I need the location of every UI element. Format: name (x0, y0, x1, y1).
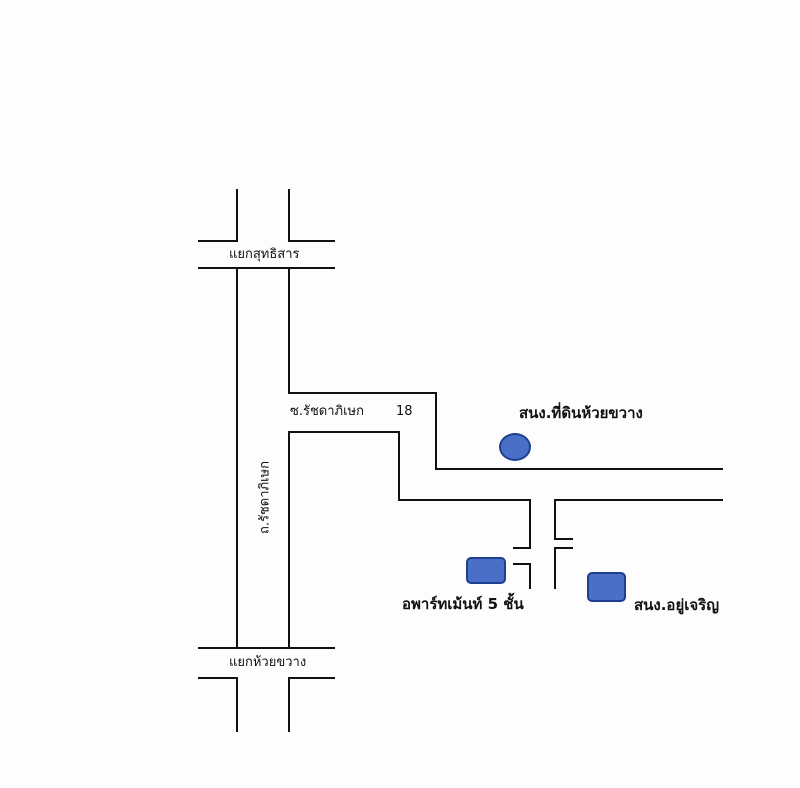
sutthisan-junction-label: แยกสุทธิสาร (229, 247, 300, 262)
soi-ratchadaphisek-label: ซ.รัชดาภิเษก (290, 404, 364, 419)
land-office-label: สนง.ที่ดินห้วยขวาง (519, 404, 643, 422)
apartment-label: อพาร์ทเม้นท์ 5 ชั้น (402, 595, 524, 613)
apartment-marker (466, 557, 506, 584)
yu-charoen-office-marker (587, 572, 626, 602)
ratchadaphisek-road-label: ถ.รัชดาภิเษก (257, 461, 273, 535)
huai-khwang-junction-label: แยกห้วยขวาง (229, 655, 307, 670)
yu-charoen-office-label: สนง.อยู่เจริญ (634, 596, 719, 614)
land-office-marker (499, 433, 531, 461)
soi-number-label: 18 (396, 404, 413, 419)
